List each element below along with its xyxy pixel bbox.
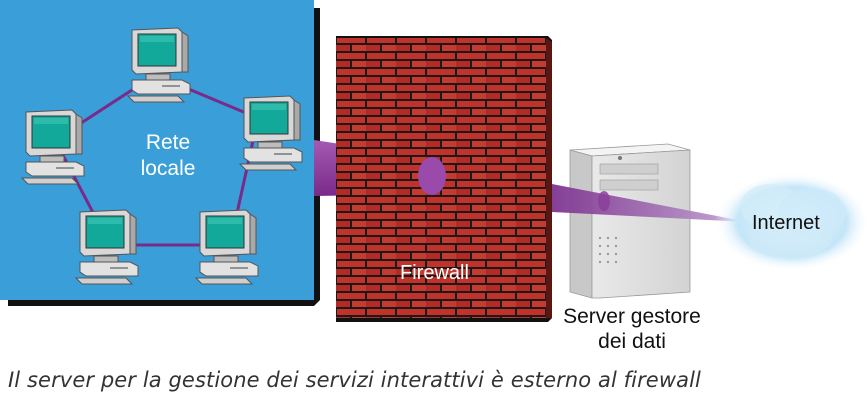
internet-label: Internet <box>752 212 820 234</box>
figure-caption: Il server per la gestione dei servizi in… <box>8 368 701 392</box>
lan-label-line1: Rete <box>145 131 191 154</box>
computer-icon <box>195 209 259 285</box>
computer-icon <box>239 95 303 171</box>
cloud-icon <box>714 172 867 272</box>
server-label-line1: Server gestore <box>563 305 701 328</box>
computer-icon <box>127 27 191 103</box>
computer-icon <box>21 109 85 185</box>
lan-label-line2: locale <box>140 157 196 180</box>
pipe-end <box>418 157 446 195</box>
firewall-label: Firewall <box>400 262 469 284</box>
computer-icon <box>75 209 139 285</box>
server-tower-icon <box>569 143 691 299</box>
lan-label: Rete locale <box>136 130 200 182</box>
data-beam <box>552 184 748 222</box>
server-label-line2: dei dati <box>598 330 666 353</box>
server-label: Server gestore dei dati <box>552 304 712 354</box>
